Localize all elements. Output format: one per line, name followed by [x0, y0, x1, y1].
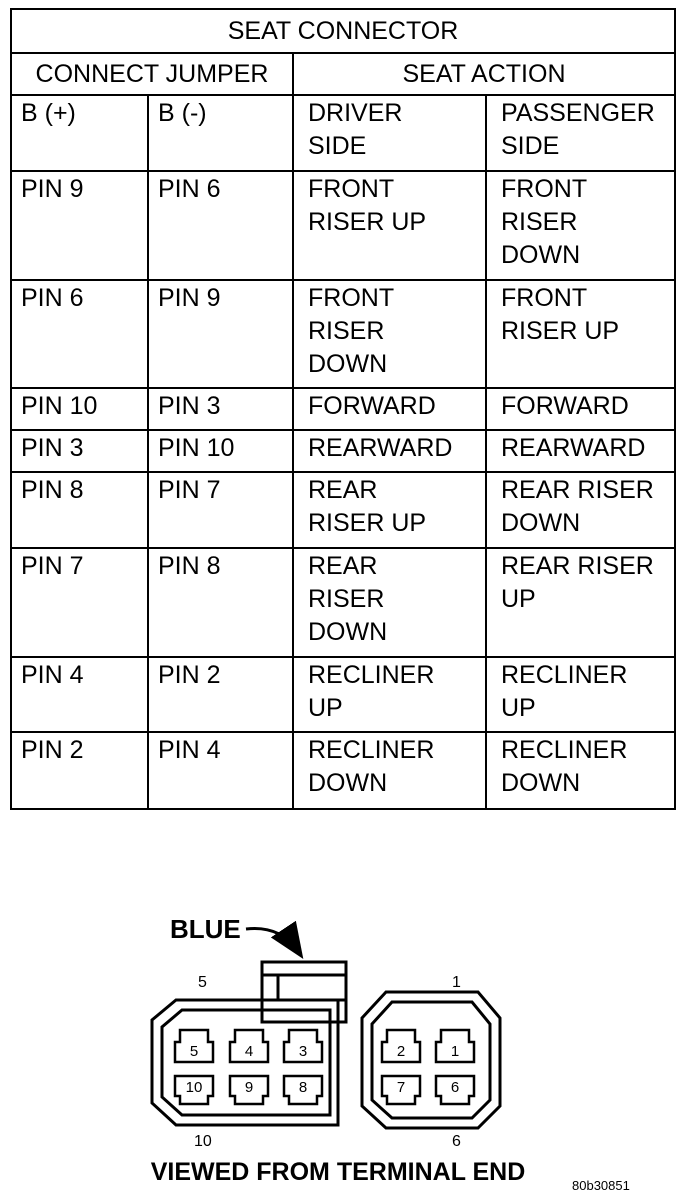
blue-lock-tab: [260, 960, 348, 1024]
cavity-number: 5: [190, 1043, 198, 1060]
table-row: PIN 7 PIN 8 REAR RISER DOWN REAR RISER U…: [10, 547, 677, 658]
cavity-9: 9: [228, 1074, 270, 1106]
cavity-number: 6: [451, 1079, 459, 1096]
table-row: PIN 9 PIN 6 FRONT RISER UP FRONT RISER D…: [10, 170, 677, 281]
corner-label-1: 1: [452, 974, 461, 991]
driver-action-cell: FRONT RISER DOWN: [292, 279, 487, 389]
cavity-number: 10: [186, 1079, 203, 1096]
table-row: PIN 10 PIN 3 FORWARD FORWARD: [10, 387, 677, 431]
b-plus-cell: PIN 10: [10, 387, 149, 431]
passenger-action-cell: REAR RISER DOWN: [484, 471, 677, 549]
driver-action-cell: FORWARD: [292, 387, 487, 431]
driver-action-cell: RECLINER DOWN: [292, 731, 487, 810]
cavity-4: 4: [228, 1028, 270, 1064]
passenger-action-cell: RECLINER DOWN: [484, 731, 677, 810]
table-row: PIN 2 PIN 4 RECLINER DOWN RECLINER DOWN: [10, 731, 677, 810]
b-plus-cell: PIN 6: [10, 279, 149, 389]
driver-action-cell: REAR RISER UP: [292, 471, 487, 549]
b-minus-cell: PIN 3: [147, 387, 294, 431]
table-row: PIN 6 PIN 9 FRONT RISER DOWN FRONT RISER…: [10, 279, 677, 389]
corner-label-5: 5: [198, 974, 207, 991]
connector-housing-right: [360, 990, 502, 1130]
b-plus-cell: PIN 2: [10, 731, 149, 810]
blue-callout-label: BLUE: [170, 914, 241, 944]
table-title: SEAT CONNECTOR: [9, 8, 677, 54]
header-seat-action: SEAT ACTION: [291, 52, 677, 96]
cavity-5: 5: [173, 1028, 215, 1064]
header-passenger-side: PASSENGER SIDE: [484, 94, 677, 172]
b-minus-cell: PIN 10: [147, 429, 294, 473]
cavity-number: 9: [245, 1079, 253, 1096]
b-plus-cell: PIN 9: [10, 170, 149, 281]
cavity-8: 8: [282, 1074, 324, 1106]
b-minus-cell: PIN 7: [147, 471, 294, 549]
cavity-number: 4: [245, 1043, 253, 1060]
connector-housing-left: [150, 998, 340, 1127]
seat-connector-table: SEAT CONNECTOR CONNECT JUMPER SEAT ACTIO…: [9, 8, 677, 810]
b-plus-cell: PIN 3: [10, 429, 149, 473]
header-connect-jumper: CONNECT JUMPER: [10, 52, 294, 96]
figure-code: 80b30851: [572, 1178, 630, 1193]
cavity-number: 8: [299, 1079, 307, 1096]
corner-label-6: 6: [452, 1133, 461, 1150]
table-row: PIN 4 PIN 2 RECLINER UP RECLINER UP: [10, 656, 677, 733]
cavity-number: 1: [451, 1043, 459, 1060]
passenger-action-cell: FORWARD: [484, 387, 677, 431]
b-minus-cell: PIN 6: [147, 170, 294, 281]
b-plus-cell: PIN 4: [10, 656, 149, 733]
corner-label-10: 10: [194, 1133, 212, 1150]
b-minus-cell: PIN 2: [147, 656, 294, 733]
cavity-3: 3: [282, 1028, 324, 1064]
driver-action-cell: REAR RISER DOWN: [292, 547, 487, 658]
header-b-plus: B (+): [10, 94, 149, 172]
cavity-number: 2: [397, 1043, 405, 1060]
passenger-action-cell: FRONT RISER UP: [484, 279, 677, 389]
passenger-action-cell: REARWARD: [484, 429, 677, 473]
cavity-6: 6: [434, 1074, 476, 1106]
header-b-minus: B (-): [147, 94, 294, 172]
b-minus-cell: PIN 8: [147, 547, 294, 658]
driver-action-cell: RECLINER UP: [292, 656, 487, 733]
cavity-7: 7: [380, 1074, 422, 1106]
cavity-number: 3: [299, 1043, 307, 1060]
driver-action-cell: REARWARD: [292, 429, 487, 473]
b-minus-cell: PIN 4: [147, 731, 294, 810]
driver-action-cell: FRONT RISER UP: [292, 170, 487, 281]
table-row: PIN 3 PIN 10 REARWARD REARWARD: [10, 429, 677, 473]
b-plus-cell: PIN 8: [10, 471, 149, 549]
cavity-1: 1: [434, 1028, 476, 1064]
cavity-10: 10: [173, 1074, 215, 1106]
passenger-action-cell: FRONT RISER DOWN: [484, 170, 677, 281]
diagram-caption: VIEWED FROM TERMINAL END: [151, 1158, 526, 1186]
passenger-action-cell: RECLINER UP: [484, 656, 677, 733]
cavity-2: 2: [380, 1028, 422, 1064]
b-minus-cell: PIN 9: [147, 279, 294, 389]
callout-arrow: [245, 920, 304, 959]
cavity-number: 7: [397, 1079, 405, 1096]
table-row: PIN 8 PIN 7 REAR RISER UP REAR RISER DOW…: [10, 471, 677, 549]
header-driver-side: DRIVER SIDE: [292, 94, 487, 172]
b-plus-cell: PIN 7: [10, 547, 149, 658]
passenger-action-cell: REAR RISER UP: [484, 547, 677, 658]
